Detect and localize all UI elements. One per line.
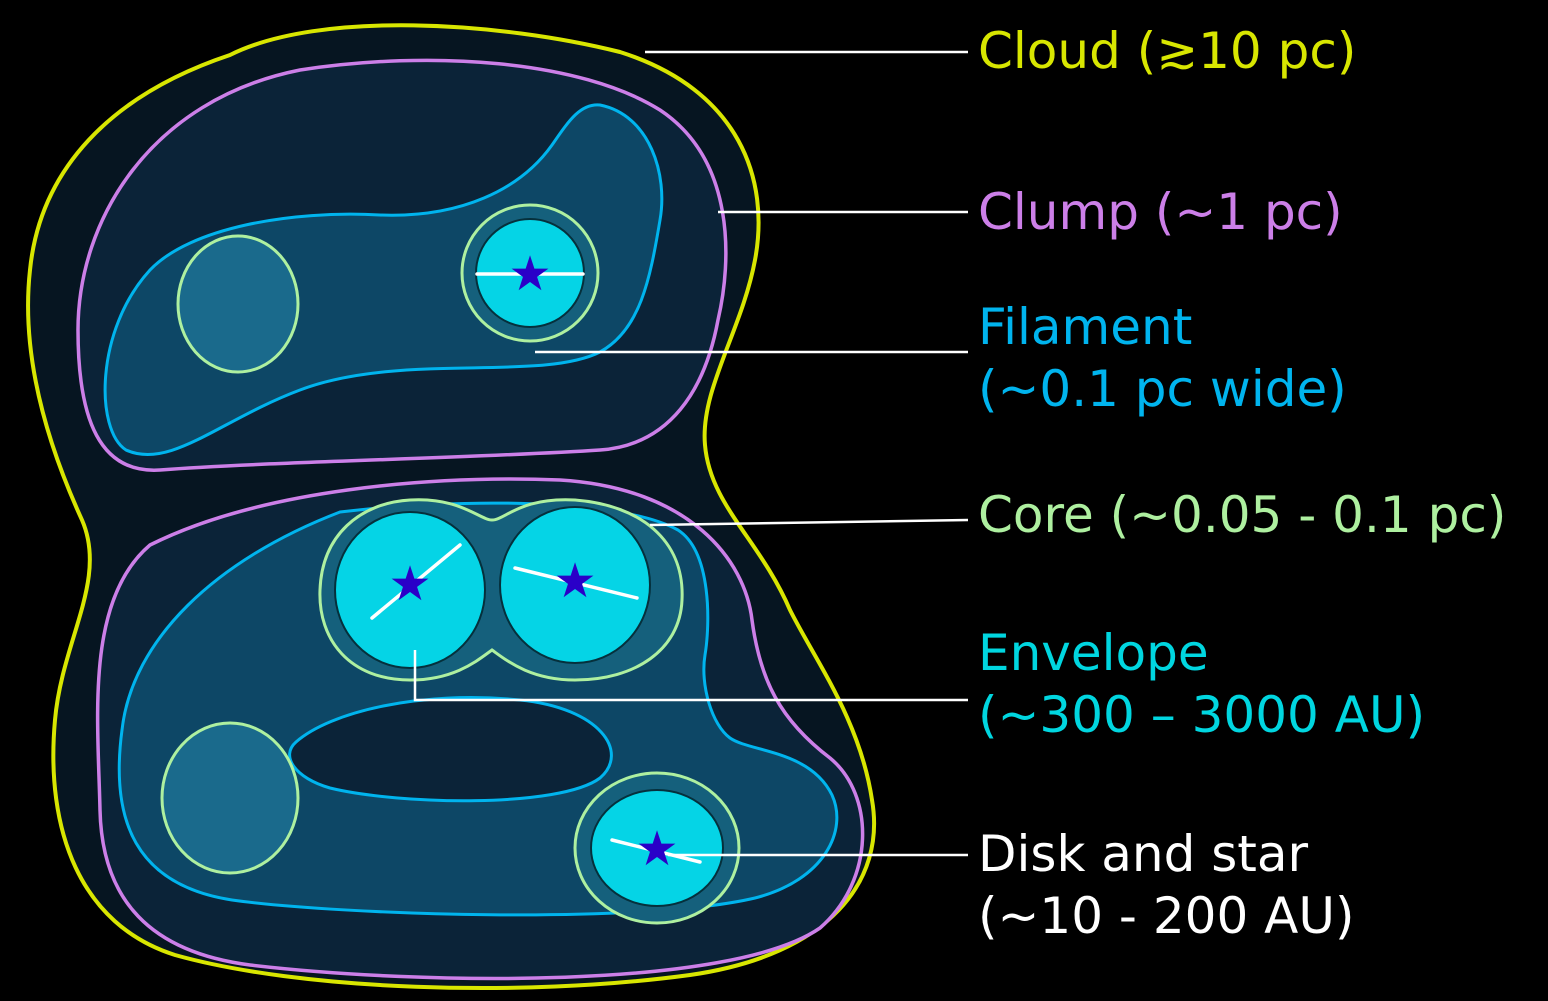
label-filament: Filament (~0.1 pc wide) [978, 296, 1347, 420]
core-double: ★ ★ [320, 500, 682, 680]
core-starless-lower [162, 723, 298, 873]
label-disk-line2: (~10 - 200 AU) [978, 885, 1355, 947]
label-core: Core (~0.05 - 0.1 pc) [978, 484, 1506, 546]
label-filament-line1: Filament [978, 296, 1347, 358]
core-starless-upper [178, 236, 298, 372]
star-icon: ★ [553, 553, 596, 609]
star-icon: ★ [388, 556, 431, 612]
label-envelope-line2: (~300 – 3000 AU) [978, 684, 1425, 746]
star-icon: ★ [635, 821, 678, 877]
star-icon: ★ [508, 246, 551, 302]
label-cloud: Cloud (≳10 pc) [978, 20, 1356, 82]
label-envelope-line1: Envelope [978, 622, 1425, 684]
label-filament-line2: (~0.1 pc wide) [978, 358, 1347, 420]
label-disk: Disk and star (~10 - 200 AU) [978, 823, 1355, 947]
core-upper: ★ [462, 205, 598, 341]
label-clump: Clump (~1 pc) [978, 181, 1343, 243]
label-envelope: Envelope (~300 – 3000 AU) [978, 622, 1425, 746]
label-disk-line1: Disk and star [978, 823, 1355, 885]
core-lower: ★ [575, 773, 739, 923]
